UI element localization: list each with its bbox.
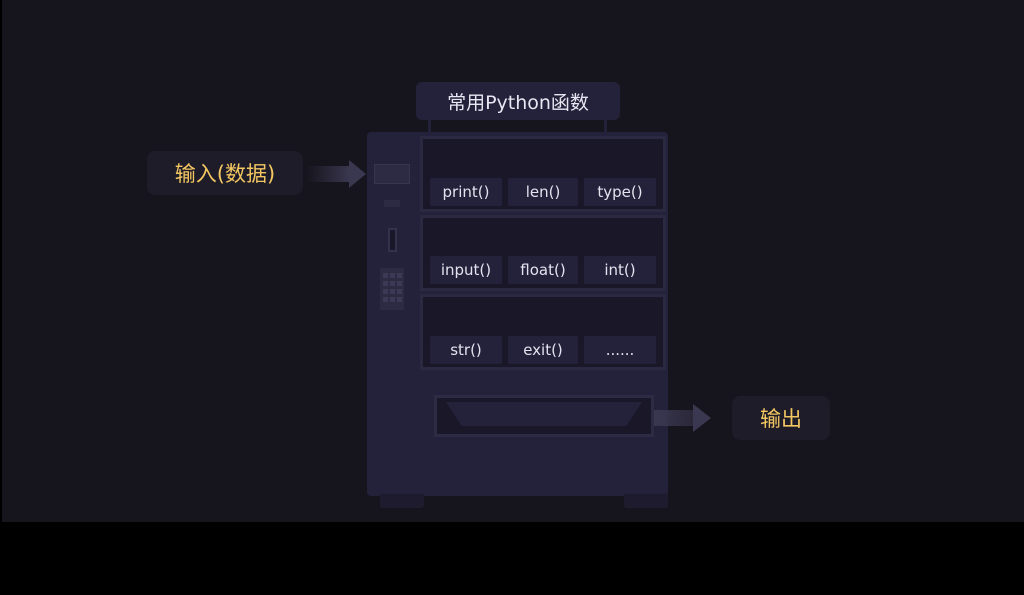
output-arrow-shaft [654, 410, 694, 426]
function-item: float() [508, 256, 578, 284]
coin-slot-icon [388, 228, 397, 252]
title-connector-left [428, 118, 431, 134]
output-tray-chute-icon [446, 402, 642, 426]
machine-foot-left [380, 494, 424, 508]
footer-band [20, 522, 1024, 595]
keypad-icon [380, 268, 404, 310]
title-connector-right [604, 118, 607, 134]
output-arrow-icon [693, 404, 711, 432]
function-item: str() [430, 336, 502, 364]
function-item: input() [430, 256, 502, 284]
function-item: print() [430, 178, 502, 206]
indicator-light-icon [384, 200, 400, 207]
machine-foot-right [624, 494, 668, 508]
function-item: exit() [508, 336, 578, 364]
input-arrow-shaft [306, 166, 350, 182]
diagram-title: 常用Python函数 [416, 82, 620, 120]
function-item: int() [584, 256, 656, 284]
function-item: ...... [584, 336, 656, 364]
input-slot-icon [374, 164, 410, 184]
input-arrow-icon [349, 160, 366, 188]
input-label: 输入(数据) [147, 151, 303, 195]
function-item: len() [508, 178, 578, 206]
output-label: 输出 [732, 396, 830, 440]
function-item: type() [584, 178, 656, 206]
